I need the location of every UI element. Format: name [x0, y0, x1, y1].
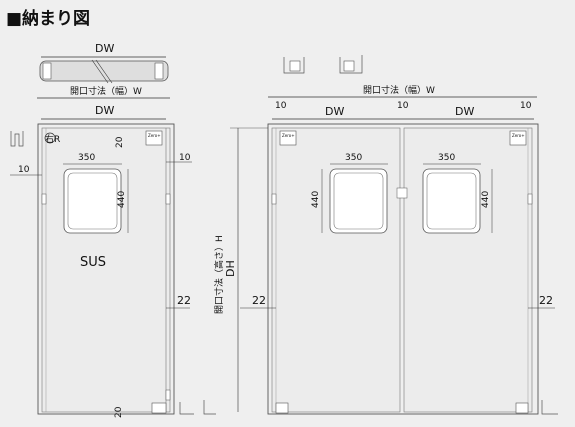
hinge-double-center	[396, 187, 408, 199]
logo-text-single: Zero+	[148, 133, 161, 138]
dim-440-right: 440	[481, 191, 491, 208]
label-material: SUS	[80, 255, 106, 270]
height-dimensions: DH 開口寸法（高さ）H	[213, 127, 268, 412]
logo-text-right: Zero+	[512, 133, 525, 138]
page-title: ■納まり図	[6, 9, 91, 29]
dim-20-top-single: 20	[115, 136, 125, 148]
label-dw-double-left: DW	[325, 105, 344, 118]
break-mark-1	[91, 59, 109, 84]
frame-outer-double	[267, 123, 539, 415]
bracket-top-a-plate	[289, 60, 301, 72]
dim-10-double-center: 10	[397, 101, 409, 111]
bracket-top-b-plate	[343, 60, 355, 72]
floor-pivot-left	[275, 402, 289, 414]
dim-10-right-single: 10	[179, 153, 191, 163]
bracket-bottom-b	[203, 400, 216, 415]
label-dw-single: DW	[95, 104, 114, 117]
window-inner-right	[426, 172, 477, 230]
logo-plate-single	[145, 130, 163, 146]
dim-22-double-right: 22	[539, 294, 553, 307]
label-opening-w-single: 開口寸法（幅）W	[70, 85, 142, 97]
label-dw-double-right: DW	[455, 105, 474, 118]
dim-350-right: 350	[438, 153, 455, 163]
dim-22-double-left: 22	[252, 294, 266, 307]
dim-10-double-right: 10	[520, 101, 532, 111]
dim-22-right-single: 22	[177, 294, 191, 307]
door-double-front: 開口寸法（幅）W 10 10 10 DW DW Zero+ Zero+ 350	[240, 84, 555, 415]
label-dw-top: DW	[95, 42, 114, 55]
label-opening-w-double: 開口寸法（幅）W	[363, 84, 435, 96]
dim-440-single: 440	[117, 191, 127, 208]
dim-10-double-left: 10	[275, 101, 287, 111]
dim-10-left: 10	[18, 165, 30, 175]
logo-plate-left	[279, 130, 297, 146]
hinge-double-right	[527, 193, 533, 205]
top-view-single: DW 開口寸法（幅）W DW	[37, 42, 170, 120]
bracket-bottom-a	[179, 402, 194, 415]
floor-pivot-right	[515, 402, 529, 414]
hinge-left-top	[42, 62, 52, 80]
bracket-top-a	[283, 57, 305, 74]
label-hinge-side: 右R	[45, 133, 60, 145]
hinge-right-top	[154, 62, 164, 80]
bracket-top-b	[339, 55, 363, 74]
window-inner-left	[333, 172, 384, 230]
break-mark-2	[95, 59, 113, 84]
dim-350-left: 350	[345, 153, 362, 163]
hinge-double-left	[271, 193, 277, 205]
bracket-bottom-c	[541, 400, 558, 415]
bracket-left-detail	[10, 131, 24, 147]
label-dh: DH	[224, 260, 237, 277]
door-single-front: 右R Zero+ 20 10 350 440 SUS 22	[37, 123, 192, 418]
dim-350-single: 350	[78, 153, 95, 163]
hinge-left-upper-single	[41, 193, 47, 205]
frame-outer-single	[37, 123, 175, 415]
dim-440-left: 440	[311, 191, 321, 208]
hinge-side-circle	[44, 132, 56, 144]
logo-text-left: Zero+	[282, 133, 295, 138]
detail-brackets: 10	[10, 55, 558, 415]
hinge-right-upper-single	[165, 193, 171, 205]
window-inner-single	[67, 172, 118, 230]
logo-plate-right	[509, 130, 527, 146]
dim-20-bottom-single: 20	[114, 406, 124, 418]
hinge-right-lower-single	[165, 389, 171, 401]
label-opening-h: 開口寸法（高さ）H	[213, 235, 225, 314]
floor-pivot-single	[151, 402, 167, 414]
